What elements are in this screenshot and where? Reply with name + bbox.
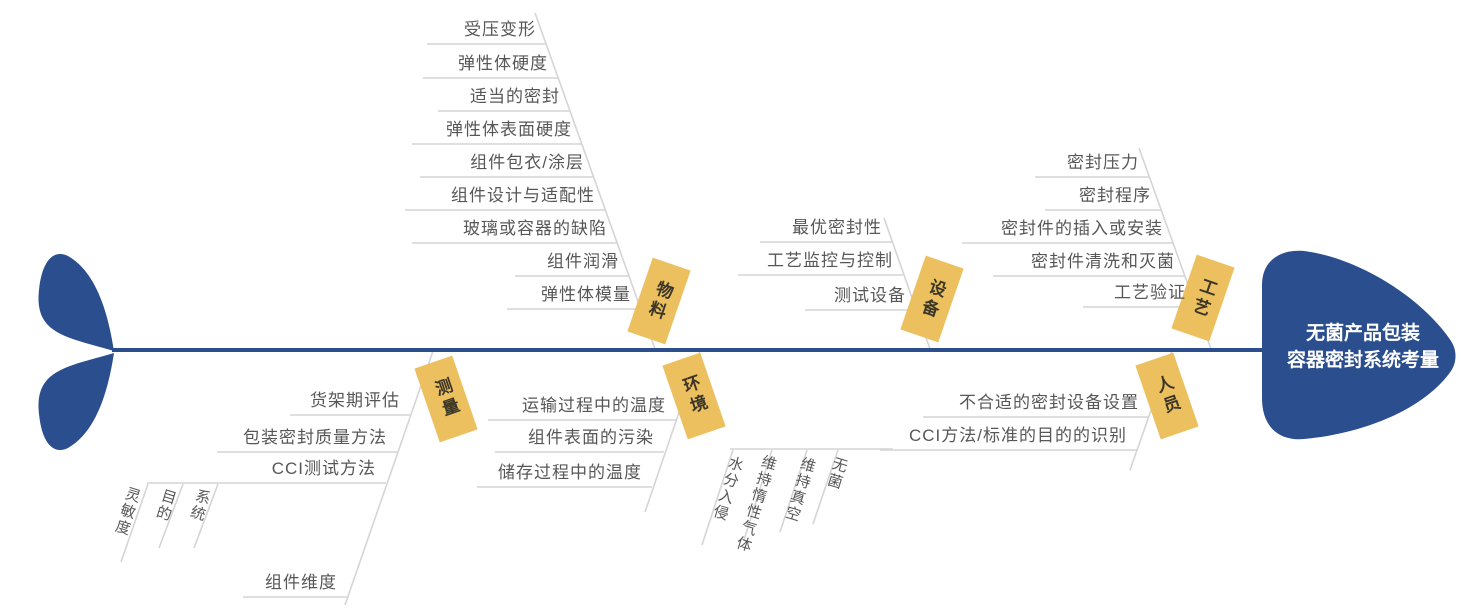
cause-item: 密封程序 [1079, 186, 1151, 205]
cause-item: 运输过程中的温度 [522, 396, 666, 415]
head-title-line1: 无菌产品包装 [1305, 323, 1420, 344]
head-title: 无菌产品包装 容器密封系统考量 [1268, 320, 1458, 374]
cause-item: 组件润滑 [547, 252, 619, 271]
cause-item: 组件维度 [265, 573, 337, 592]
cause-item: 玻璃或容器的缺陷 [463, 219, 607, 238]
cause-item: 弹性体模量 [541, 285, 631, 304]
cause-item: 组件设计与适配性 [451, 186, 595, 205]
cause-item: 密封件清洗和灭菌 [1031, 252, 1175, 271]
cause-item: 密封压力 [1067, 153, 1139, 172]
fish-tail-shape [38, 253, 114, 451]
cause-item: 适当的密封 [470, 87, 560, 106]
cause-item: 最优密封性 [792, 218, 882, 237]
cause-item: 测试设备 [834, 286, 906, 305]
cause-item: 受压变形 [464, 20, 536, 39]
head-title-line2: 容器密封系统考量 [1286, 350, 1439, 371]
cause-item: 组件表面的污染 [528, 428, 654, 447]
cause-item: 组件包衣/涂层 [470, 153, 584, 172]
cause-item: 工艺监控与控制 [767, 251, 893, 270]
cause-item: CCI测试方法 [271, 459, 376, 478]
cause-item: 包装密封质量方法 [243, 428, 387, 447]
cause-item: 弹性体硬度 [458, 54, 548, 73]
cause-item: CCI方法/标准的目的的识别 [909, 426, 1127, 445]
cause-item: 储存过程中的温度 [498, 463, 642, 482]
fish-head-shape [1262, 250, 1456, 440]
cause-item: 密封件的插入或安装 [1001, 219, 1163, 238]
cause-item: 工艺验证 [1114, 283, 1186, 302]
cause-item: 弹性体表面硬度 [446, 120, 572, 139]
cause-item: 货架期评估 [310, 391, 400, 410]
cause-item: 不合适的密封设备设置 [959, 393, 1139, 412]
